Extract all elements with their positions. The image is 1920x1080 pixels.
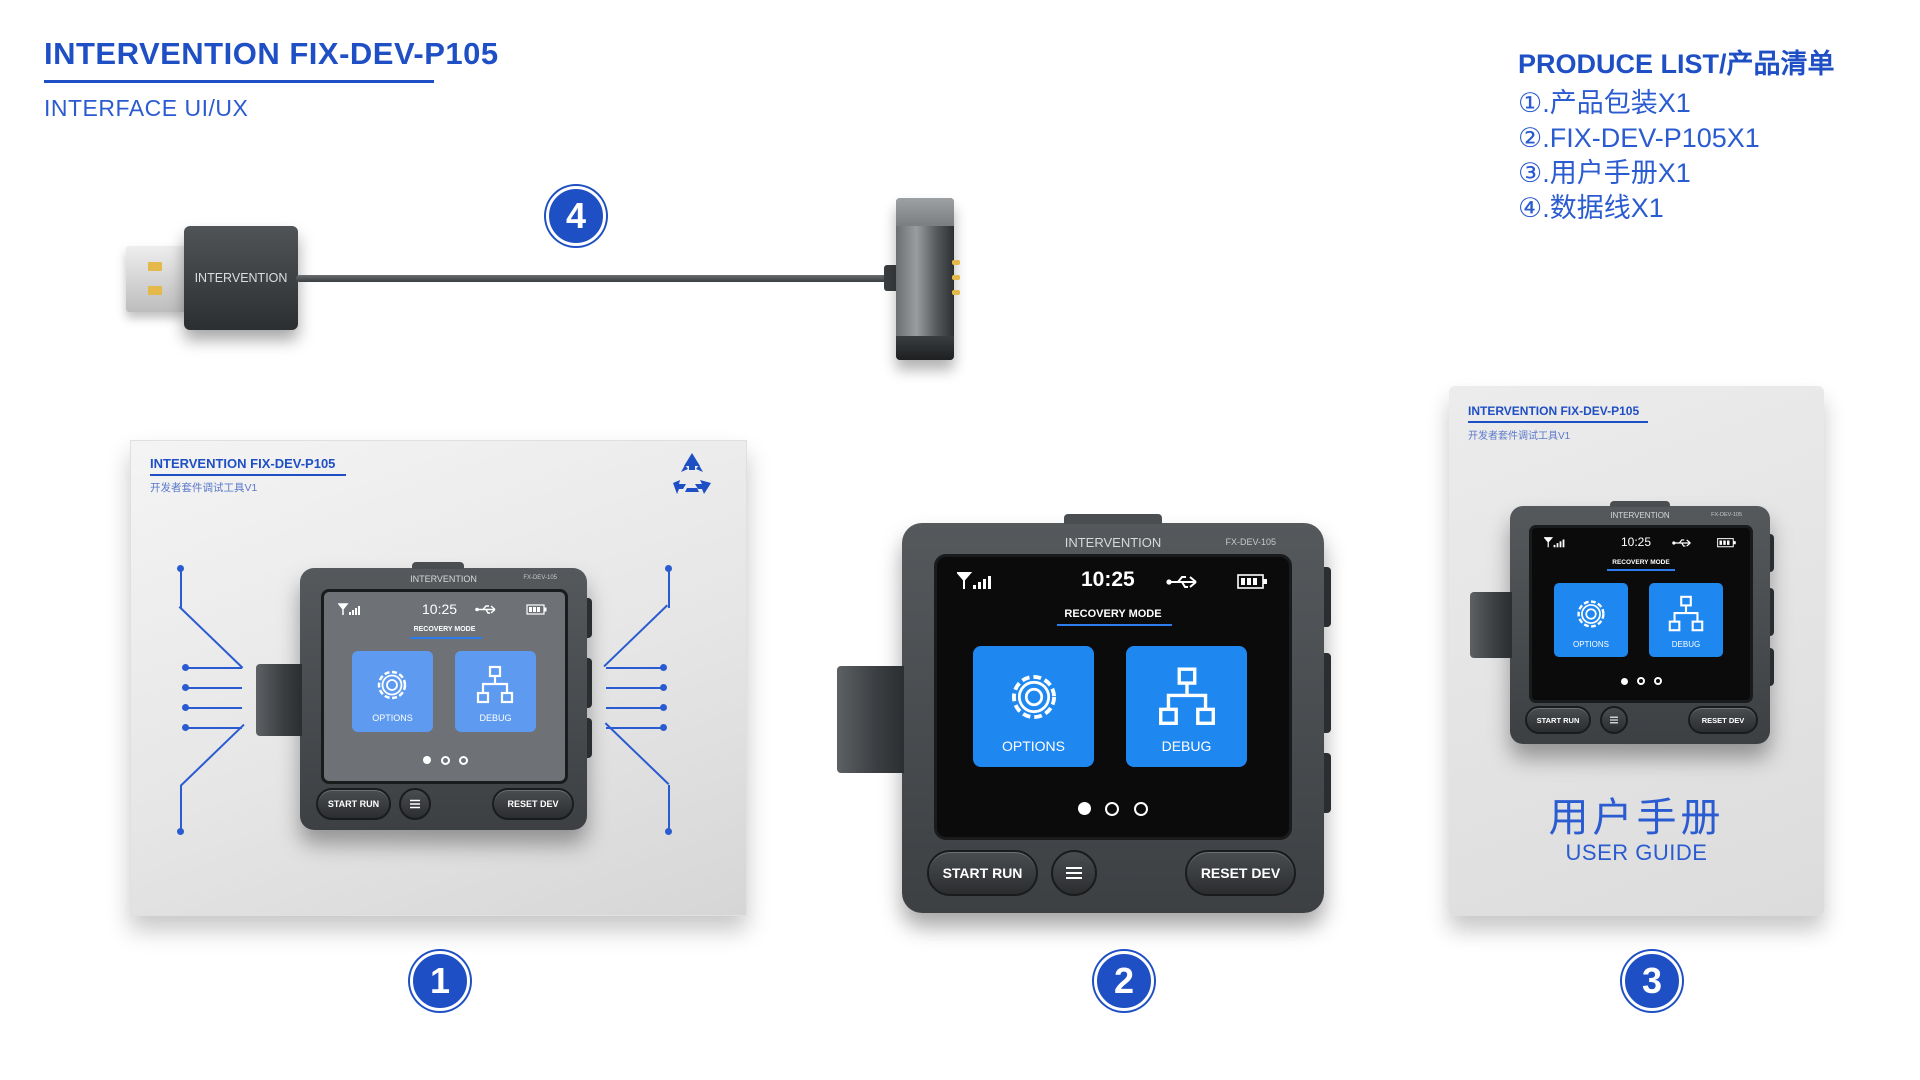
list-item: ①.产品包装X1 xyxy=(1518,88,1691,118)
status-time: 10:25 xyxy=(1621,535,1652,549)
badge-3: 3 xyxy=(1622,951,1682,1011)
usb-icon xyxy=(1672,539,1691,547)
battery-icon xyxy=(1237,574,1267,589)
recycle-icon xyxy=(673,453,711,494)
device-brand: INTERVENTION xyxy=(1064,535,1162,550)
network-icon xyxy=(1159,667,1215,725)
usb-icon xyxy=(1166,576,1197,588)
manual-brand-underline xyxy=(1468,421,1648,423)
usb-icon xyxy=(475,605,496,614)
cable-usb-housing: INTERVENTION xyxy=(184,226,298,330)
device-model: FX-DEV-105 xyxy=(523,575,557,581)
manual-title: 用户手册 xyxy=(1548,796,1725,840)
cable-brand: INTERVENTION xyxy=(194,271,288,285)
title-underline xyxy=(44,80,434,83)
signal-icon xyxy=(957,572,991,589)
badge-2: 2 xyxy=(1094,951,1154,1011)
gear-icon xyxy=(1011,674,1057,720)
signal-icon xyxy=(338,603,360,615)
cable-wire xyxy=(296,275,896,282)
product-list: ①.产品包装X1 ②.FIX-DEV-P105X1 ③.用户手册X1 ④.数据线… xyxy=(1518,86,1760,226)
list-item: ④.数据线X1 xyxy=(1518,193,1664,223)
tile-debug[interactable]: DEBUG xyxy=(1126,646,1247,767)
network-icon xyxy=(476,665,514,704)
signal-icon xyxy=(1544,537,1565,548)
magnetic-connector xyxy=(896,198,960,360)
page-subtitle: INTERFACE UI/UX xyxy=(44,95,249,121)
device-model: FX-DEV-105 xyxy=(1711,512,1742,518)
device-model: FX-DEV-105 xyxy=(1225,537,1276,547)
recovery-mode-label: RECOVERY MODE xyxy=(1612,559,1670,566)
gear-icon xyxy=(377,670,407,700)
box-subtitle: 开发者套件调试工具V1 xyxy=(150,482,258,494)
recovery-mode-label: RECOVERY MODE xyxy=(1064,608,1162,620)
menu-icon xyxy=(410,799,420,809)
manual-subtitle: USER GUIDE xyxy=(1565,840,1708,865)
box-device-illustration: INTERVENTION FX-DEV-105 10:25 RECOVERY M… xyxy=(256,562,592,830)
page-title: INTERVENTION FIX-DEV-P105 xyxy=(44,36,499,71)
usb-pin xyxy=(148,286,162,295)
usb-plug xyxy=(126,246,186,312)
product-list-title: PRODUCE LIST/产品清单 xyxy=(1518,49,1835,79)
list-item: ②.FIX-DEV-P105X1 xyxy=(1518,123,1760,153)
manual-brand-sub: 开发者套件调试工具V1 xyxy=(1468,431,1571,442)
gear-icon xyxy=(1577,600,1605,628)
badge-4: 4 xyxy=(546,186,606,246)
recovery-mode-label: RECOVERY MODE xyxy=(413,626,476,633)
menu-button[interactable] xyxy=(1051,850,1097,896)
device-brand: INTERVENTION xyxy=(410,574,477,584)
status-time: 10:25 xyxy=(422,601,458,617)
manual-brand: INTERVENTION FIX-DEV-P105 xyxy=(1468,404,1640,418)
box-brand: INTERVENTION FIX-DEV-P105 xyxy=(150,456,336,471)
tile-debug[interactable]: DEBUG xyxy=(455,651,536,732)
reset-dev-button[interactable]: RESET DEV xyxy=(1688,706,1758,734)
menu-button[interactable] xyxy=(399,788,431,820)
badge-1: 1 xyxy=(410,951,470,1011)
tile-options[interactable]: OPTIONS xyxy=(352,651,433,732)
tile-options[interactable]: OPTIONS xyxy=(973,646,1094,767)
menu-icon xyxy=(1610,716,1618,724)
menu-button[interactable] xyxy=(1600,706,1628,734)
list-item: ③.用户手册X1 xyxy=(1518,158,1691,188)
battery-icon xyxy=(1717,538,1736,548)
start-run-button[interactable]: START RUN xyxy=(927,850,1038,896)
start-run-button[interactable]: START RUN xyxy=(1525,706,1591,734)
main-device: INTERVENTION FX-DEV-105 10:25 RECOVERY M… xyxy=(837,514,1331,913)
usb-pin xyxy=(148,262,162,271)
reset-dev-button[interactable]: RESET DEV xyxy=(1185,850,1296,896)
manual-device-illustration: INTERVENTION FX-DEV-105 10:25 RECOVERY M… xyxy=(1470,501,1774,744)
tile-options[interactable]: OPTIONS xyxy=(1554,583,1628,657)
menu-icon xyxy=(1066,867,1082,879)
box-brand-underline xyxy=(150,474,346,476)
reset-dev-button[interactable]: RESET DEV xyxy=(492,788,574,820)
tile-debug[interactable]: DEBUG xyxy=(1649,583,1723,657)
status-time: 10:25 xyxy=(1081,568,1135,591)
battery-icon xyxy=(526,604,547,615)
device-brand: INTERVENTION xyxy=(1610,511,1670,520)
network-icon xyxy=(1668,595,1704,632)
start-run-button[interactable]: START RUN xyxy=(316,788,391,820)
